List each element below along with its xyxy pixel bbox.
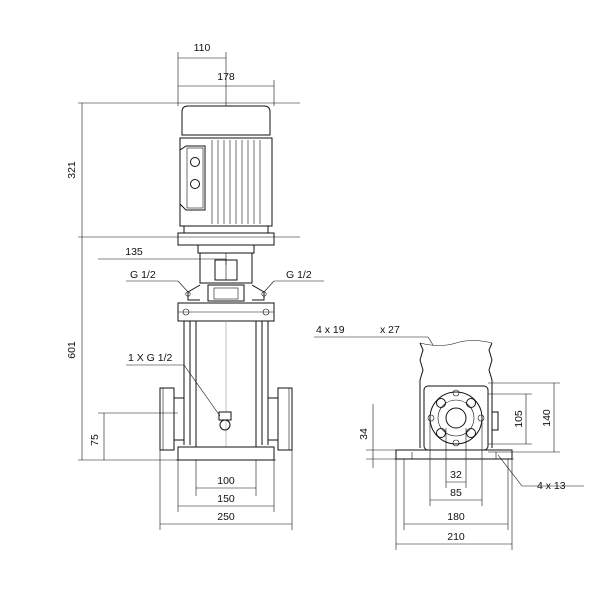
dim-bore: 32 bbox=[450, 469, 462, 481]
dim-base-overall: 250 bbox=[217, 511, 235, 523]
dim-side-base-inner: 180 bbox=[447, 511, 465, 523]
label-drain-port: 1 X G 1/2 bbox=[128, 352, 173, 364]
label-holes-base: 4 x 13 bbox=[537, 480, 566, 492]
dim-motor-width: 178 bbox=[217, 71, 235, 83]
motor-stool bbox=[177, 232, 275, 302]
label-port-right: G 1/2 bbox=[286, 269, 312, 281]
dim-base-mid: 150 bbox=[217, 493, 235, 505]
dim-side-base-height: 34 bbox=[358, 428, 370, 440]
pump-front-view bbox=[159, 302, 293, 461]
label-port-left: G 1/2 bbox=[130, 269, 156, 281]
dim-motor-height: 321 bbox=[66, 161, 78, 179]
dimension-labels: 110 178 321 601 135 75 100 150 250 G 1/2… bbox=[66, 42, 566, 543]
label-holes-b: x 27 bbox=[380, 324, 400, 336]
dim-flange-pcd: 105 bbox=[513, 410, 525, 428]
dim-inlet-height: 75 bbox=[89, 434, 101, 446]
dim-side-base-overall: 210 bbox=[447, 531, 465, 543]
label-holes-a: 4 x 19 bbox=[316, 324, 345, 336]
side-dimension-lines bbox=[314, 336, 584, 550]
dim-base-inner: 100 bbox=[217, 475, 235, 487]
front-dimension-lines bbox=[78, 52, 324, 530]
dim-motor-offset: 110 bbox=[194, 42, 211, 54]
dim-pump-height: 601 bbox=[66, 341, 78, 359]
dim-bolt-circle: 85 bbox=[450, 487, 462, 499]
pump-side-view bbox=[394, 340, 514, 460]
motor-front-view bbox=[179, 105, 273, 234]
dim-flange-outer: 140 bbox=[541, 409, 553, 427]
dim-coupling-width: 135 bbox=[125, 246, 143, 258]
